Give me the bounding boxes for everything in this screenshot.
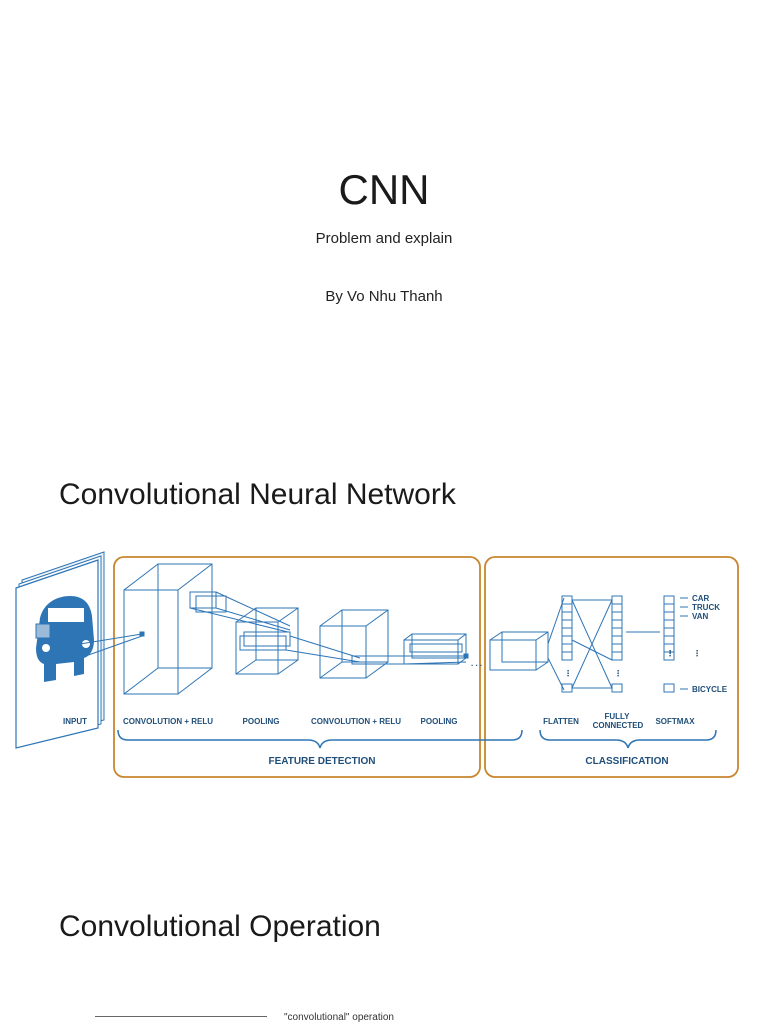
snippet-divider [95, 1016, 267, 1017]
fc-column [611, 595, 623, 693]
ellipsis-mark: . . . [471, 659, 482, 668]
slide-title: CNN [338, 166, 430, 213]
label-pool2: POOLING [421, 717, 458, 726]
label-classification: CLASSIFICATION [585, 756, 668, 767]
cnn-heading: Convolutional Neural Network [59, 478, 456, 511]
conv-operation-snippet: "convolutional" operation [0, 1006, 768, 1024]
slide-subtitle: Problem and explain [315, 230, 453, 247]
input-image [15, 551, 105, 749]
label-feature-detection: FEATURE DETECTION [268, 756, 375, 767]
flatten-dots: ⋮ [564, 669, 572, 678]
label-flatten: FLATTEN [543, 717, 579, 726]
slide-author: By Vo Nhu Thanh [325, 288, 443, 305]
cnn-architecture-svg: . . . ⋮ [15, 551, 739, 778]
softmax-dots-upper: ⋮ [666, 649, 674, 658]
label-input: INPUT [63, 717, 87, 726]
title-slide: CNN Problem and explain By Vo Nhu Thanh [0, 0, 768, 430]
label-conv2: CONVOLUTION + RELU [311, 717, 401, 726]
feature-detection-box [113, 556, 481, 778]
classification-box [484, 556, 739, 778]
pool1-block [235, 607, 361, 675]
class-dots: ⋮ [693, 649, 701, 658]
class-label-truck: TRUCK [692, 603, 720, 612]
softmax-column [663, 595, 688, 693]
feature-detection-brace [117, 729, 523, 749]
label-softmax: SOFTMAX [655, 717, 695, 726]
conv1-block [79, 563, 213, 695]
flatten-block [489, 597, 565, 691]
label-conv1: CONVOLUTION + RELU [123, 717, 213, 726]
classification-brace [539, 729, 717, 749]
class-label-bicycle: BICYCLE [692, 685, 728, 694]
car-icon [35, 596, 94, 682]
conv1-filter [189, 591, 291, 633]
class-label-car: CAR [692, 594, 710, 603]
fc-connections [571, 599, 613, 689]
snippet-caption: "convolutional" operation [284, 1012, 394, 1023]
conv-operation-heading: Convolutional Operation [59, 910, 381, 943]
label-fully: FULLY [604, 712, 630, 721]
cnn-architecture-diagram: . . . ⋮ [0, 540, 768, 796]
label-connected: CONNECTED [593, 721, 644, 730]
fc-dots: ⋮ [614, 669, 622, 678]
class-label-van: VAN [692, 612, 709, 621]
pool2-block [403, 633, 469, 665]
label-pool1: POOLING [243, 717, 280, 726]
